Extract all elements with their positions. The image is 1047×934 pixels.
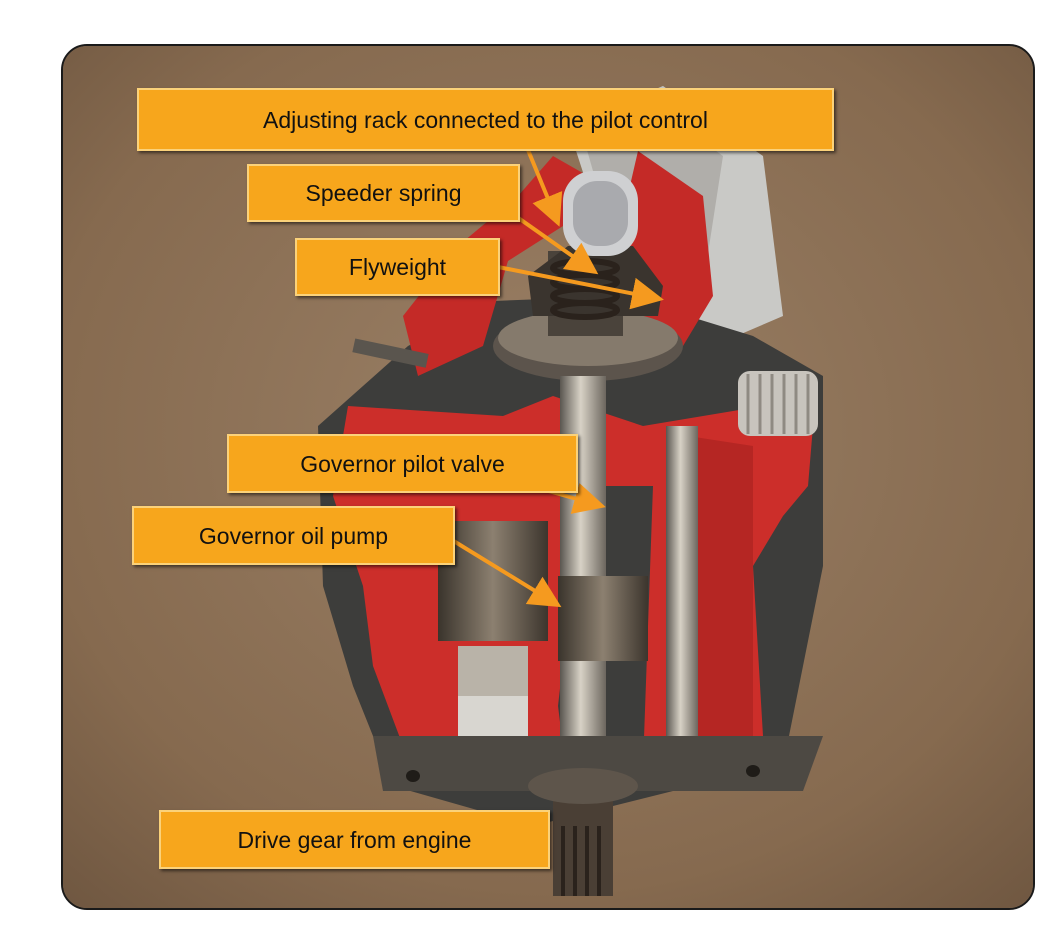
label-flyweight: Flyweight — [295, 238, 500, 296]
label-drive-gear: Drive gear from engine — [159, 810, 550, 869]
threaded-fitting — [738, 371, 818, 436]
base-flange — [373, 736, 823, 791]
label-governor-pilot-valve: Governor pilot valve — [227, 434, 578, 493]
label-speeder-spring: Speeder spring — [247, 164, 520, 222]
pump-gear-right — [558, 576, 648, 661]
label-governor-oil-pump: Governor oil pump — [132, 506, 455, 565]
label-adjusting-rack: Adjusting rack connected to the pilot co… — [137, 88, 834, 151]
left-bolt — [352, 338, 429, 368]
